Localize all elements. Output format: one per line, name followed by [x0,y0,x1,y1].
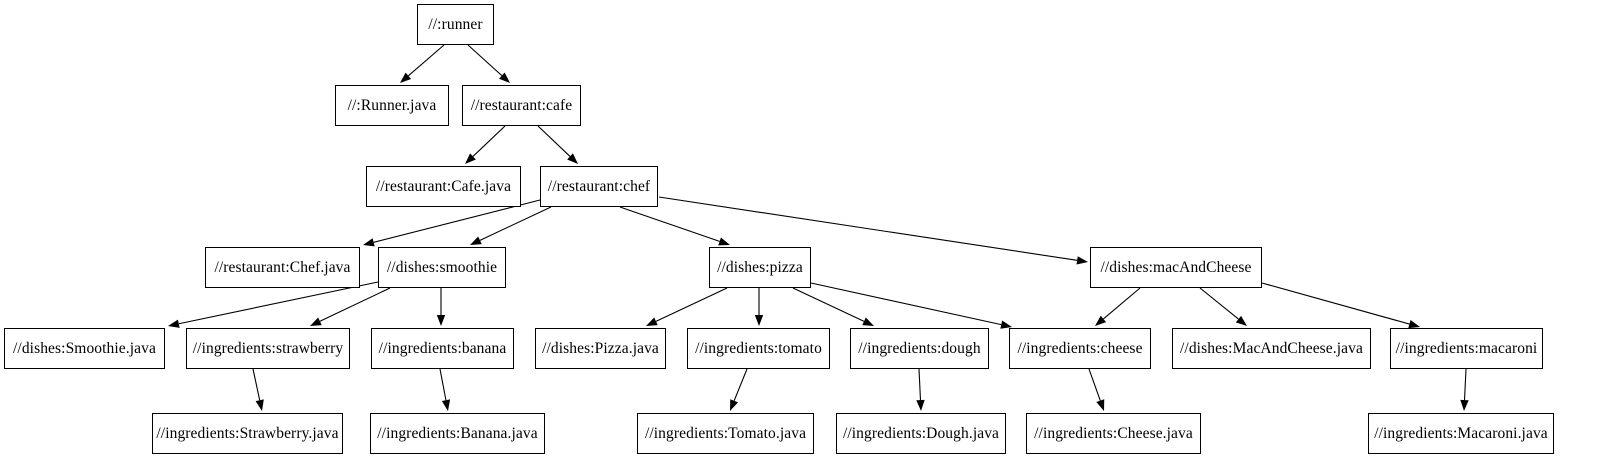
arrowhead-icon [310,317,322,326]
graph-node-dishes_smoothie[interactable]: //dishes:smoothie [378,247,506,288]
graph-node-runner_java[interactable]: //:Runner.java [335,85,449,126]
graph-node-dishes_mac[interactable]: //dishes:macAndCheese [1090,247,1262,288]
graph-node-label: //dishes:Pizza.java [542,339,659,357]
graph-node-label: //ingredients:Strawberry.java [156,424,339,442]
graph-node-label: //dishes:pizza [717,258,803,276]
arrowhead-icon [499,72,510,83]
graph-edge-ing_strawberry-to-strawberry_java [252,368,264,411]
graph-node-label: //restaurant:cafe [470,96,573,114]
graph-node-label: //restaurant:chef [547,177,651,195]
graph-node-pizza_java[interactable]: //dishes:Pizza.java [535,328,666,369]
graph-edge-dishes_mac-to-ing_cheese [1095,287,1141,326]
graph-edge-dishes_mac-to-mac_java [1199,287,1247,326]
arrowhead-icon [441,399,451,411]
arrowhead-icon [862,317,874,326]
graph-node-label: //ingredients:cheese [1017,339,1143,357]
graph-edge-ing_cheese-to-cheese_java [1088,368,1105,411]
graph-edge-dishes_pizza-to-ing_dough [792,287,874,326]
graph-node-label: //ingredients:Banana.java [377,424,538,442]
graph-node-ing_dough[interactable]: //ingredients:dough [850,328,989,369]
graph-edge-dishes_smoothie-to-ing_banana [436,288,446,326]
graph-edge-dishes_pizza-to-pizza_java [646,287,728,326]
graph-node-label: //dishes:Smoothie.java [13,339,156,357]
graph-node-label: //dishes:macAndCheese [1100,258,1252,276]
graph-node-label: //ingredients:Cheese.java [1034,424,1193,442]
graph-edge-ing_macaroni-to-macaroni_java [1460,368,1469,411]
arrowhead-icon [470,236,482,245]
arrowhead-icon [718,237,730,246]
graph-node-restaurant_chef[interactable]: //restaurant:chef [540,166,658,207]
graph-node-ing_banana[interactable]: //ingredients:banana [371,328,514,369]
arrowhead-icon [400,72,412,83]
graph-node-label: //ingredients:strawberry [192,339,344,357]
arrowhead-icon [754,315,764,326]
graph-node-label: //ingredients:banana [378,339,507,357]
graph-node-macaroni_java[interactable]: //ingredients:Macaroni.java [1368,413,1554,454]
graph-edge-dishes_pizza-to-ing_cheese [810,282,1012,329]
arrowhead-icon [567,153,578,164]
graph-node-mac_java[interactable]: //dishes:MacAndCheese.java [1172,328,1371,369]
graph-edge-dishes_mac-to-ing_macaroni [1261,282,1420,329]
graph-edge-dishes_smoothie-to-smoothie_java [168,281,379,328]
graph-node-label: //restaurant:Chef.java [214,258,351,276]
arrowhead-icon [255,399,264,411]
graph-edge-restaurant_chef-to-dishes_smoothie [470,206,552,245]
graph-edge-restaurant_chef-to-dishes_pizza [619,206,730,246]
graph-edge-runner-to-runner_java [400,44,445,83]
arrowhead-icon [1096,399,1105,411]
arrowhead-icon [168,319,180,328]
graph-node-chef_java[interactable]: //restaurant:Chef.java [205,247,360,288]
graph-node-label: //restaurant:Cafe.java [375,177,512,195]
graph-edge-ing_banana-to-banana_java [439,368,451,411]
graph-node-restaurant_cafe[interactable]: //restaurant:cafe [462,85,581,126]
graph-node-label: //dishes:MacAndCheese.java [1180,339,1363,357]
graph-node-tomato_java[interactable]: //ingredients:Tomato.java [637,413,814,454]
graph-node-label: //ingredients:macaroni [1395,339,1538,357]
arrowhead-icon [1095,315,1107,326]
arrowhead-icon [1076,256,1088,265]
graph-node-banana_java[interactable]: //ingredients:Banana.java [370,413,545,454]
arrowhead-icon [646,317,658,326]
graph-node-label: //ingredients:Tomato.java [644,424,807,442]
arrowhead-icon [1460,399,1469,411]
graph-node-ing_macaroni[interactable]: //ingredients:macaroni [1390,328,1543,369]
graph-node-label: //ingredients:dough [858,339,981,357]
graph-edge-ing_tomato-to-tomato_java [730,368,748,411]
graph-node-dough_java[interactable]: //ingredients:Dough.java [836,413,1006,454]
graph-node-cheese_java[interactable]: //ingredients:Cheese.java [1026,413,1201,454]
graph-node-smoothie_java[interactable]: //dishes:Smoothie.java [4,328,165,369]
graph-node-strawberry_java[interactable]: //ingredients:Strawberry.java [152,413,343,454]
arrowhead-icon [1235,315,1247,326]
graph-node-label: //ingredients:Dough.java [842,424,1000,442]
graph-node-label: //:Runner.java [347,96,437,114]
graph-node-runner[interactable]: //:runner [417,4,494,45]
graph-edge-restaurant_cafe-to-cafe_java [465,125,506,164]
graph-edge-dishes_smoothie-to-ing_strawberry [310,287,391,326]
graph-node-label: //dishes:smoothie [386,258,498,276]
arrowhead-icon [465,153,476,164]
graph-node-ing_strawberry[interactable]: //ingredients:strawberry [186,328,350,369]
graph-node-label: //ingredients:tomato [695,339,822,357]
graph-node-cafe_java[interactable]: //restaurant:Cafe.java [366,166,521,207]
graph-node-label: //ingredients:Macaroni.java [1374,424,1548,442]
arrowhead-icon [436,315,446,326]
arrowhead-icon [730,399,739,411]
graph-node-label: //:runner [428,15,483,33]
arrowhead-icon [1408,320,1420,329]
graph-node-ing_cheese[interactable]: //ingredients:cheese [1009,328,1151,369]
arrowhead-icon [916,399,925,411]
graph-node-ing_tomato[interactable]: //ingredients:tomato [687,328,830,369]
graph-edge-runner-to-restaurant_cafe [467,44,510,83]
graph-edge-dishes_pizza-to-ing_tomato [754,288,764,326]
arrowhead-icon [363,238,375,247]
graph-edge-ing_dough-to-dough_java [916,368,925,411]
graph-edge-restaurant_cafe-to-restaurant_chef [537,125,578,164]
graph-node-dishes_pizza[interactable]: //dishes:pizza [709,247,811,288]
